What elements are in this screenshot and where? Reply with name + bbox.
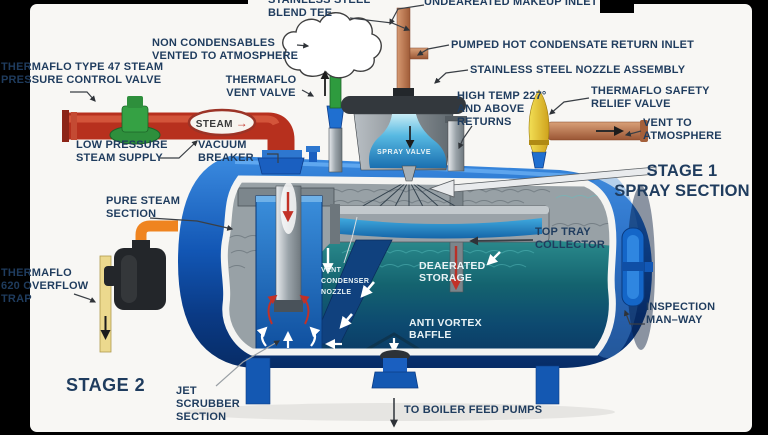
label-stage1-spray-section: STAGE 1 SPRAY SECTION — [614, 162, 750, 200]
label-to-boiler-feed-pumps: TO BOILER FEED PUMPS — [404, 404, 543, 416]
tank-interior — [224, 179, 613, 352]
label-undeareated-makeup-inlet: UNDEAREATED MAKEUP INLET — [424, 0, 598, 8]
nozzle-assembly-dome — [341, 96, 466, 182]
control-valve-cap — [127, 96, 143, 108]
yellow-drain-pipe — [99, 255, 112, 353]
returns-inlet-pipe — [445, 116, 467, 172]
tank-leg-left — [245, 357, 271, 405]
label-safety-relief-valve: THERMAFLO SAFETY RELIEF VALVE — [591, 85, 710, 110]
safety-relief-valve — [528, 89, 648, 169]
steam-flow-text: STEAM — [195, 119, 233, 130]
label-vent-condenser-nozzle: VENT CONDENSER NOZZLE — [321, 267, 370, 296]
overflow-trap-assembly — [99, 220, 178, 353]
label-pure-steam-section: PURE STEAM SECTION — [106, 195, 181, 220]
steam-flow-label: STEAM→ — [191, 116, 253, 131]
label-stainless-steel-blend-tee: STAINLESS STEEL BLEND TEE — [268, 0, 371, 19]
label-low-pressure-steam-supply: LOW PRESSURE STEAM SUPPLY — [76, 139, 168, 164]
bottom-outlet — [371, 350, 419, 428]
trap-body — [114, 248, 166, 310]
ground-shadow — [185, 403, 615, 421]
label-vent-to-atmosphere: VENT TO ATMOSPHERE — [643, 117, 722, 142]
storage-water — [322, 240, 613, 352]
label-thermaflo-vent-valve: THERMAFLO VENT VALVE — [225, 74, 297, 99]
label-stage2: STAGE 2 — [66, 375, 146, 395]
label-top-tray-collector: TOP TRAY COLLECTOR — [535, 226, 606, 251]
label-inspection-manway: INSPECTION MAN–WAY — [646, 301, 716, 326]
steam-pipe-assembly — [62, 96, 305, 175]
steam-flow-arrow-icon: → — [235, 116, 249, 130]
label-non-condensables: NON CONDENSABLES VENTED TO ATMOSPHERE — [152, 37, 299, 62]
steam-pipe — [64, 112, 295, 158]
label-vacuum-breaker: VACUUM BREAKER — [198, 139, 254, 164]
top-tray-collector — [330, 204, 550, 244]
label-deaerated-storage: DEAERATED STORAGE — [419, 260, 486, 285]
leader-lines — [70, 4, 645, 387]
label-spray-valve: SPRAY VALVE — [377, 149, 432, 156]
label-high-temp-returns: HIGH TEMP 227° AND ABOVE RETURNS — [457, 90, 547, 128]
steam-inlet-flange — [257, 157, 305, 175]
stage1-pointer-arrow — [428, 166, 657, 198]
jet-scrubber — [255, 182, 342, 352]
relief-valve-yellow — [528, 89, 550, 153]
steam-flow-badge — [187, 108, 257, 137]
label-jet-scrubber-section: JET SCRUBBER SECTION — [176, 385, 240, 423]
condensate-tee-stub — [409, 47, 429, 60]
tank-leg-right — [535, 365, 560, 405]
orange-overflow-pipe — [135, 220, 178, 252]
label-nozzle-assembly: STAINLESS STEEL NOZZLE ASSEMBLY — [470, 64, 686, 76]
control-valve-body — [121, 105, 149, 133]
label-overflow-trap: THERMAFLO 620 OVERFLOW TRAP — [1, 267, 89, 305]
vacuum-breaker-fitting — [306, 146, 320, 162]
label-pumped-condensate-inlet: PUMPED HOT CONDENSATE RETURN INLET — [451, 39, 695, 51]
cutaway-rim — [220, 175, 617, 356]
vent-valve-stack — [326, 71, 345, 173]
label-anti-vortex-baffle: ANTI VORTEX BAFFLE — [409, 317, 482, 342]
spray-valve-nozzle — [401, 165, 417, 182]
label-type47-control-valve: THERMAFLO TYPE 47 STEAM PRESSURE CONTROL… — [1, 61, 164, 86]
inspection-manway — [621, 227, 653, 307]
